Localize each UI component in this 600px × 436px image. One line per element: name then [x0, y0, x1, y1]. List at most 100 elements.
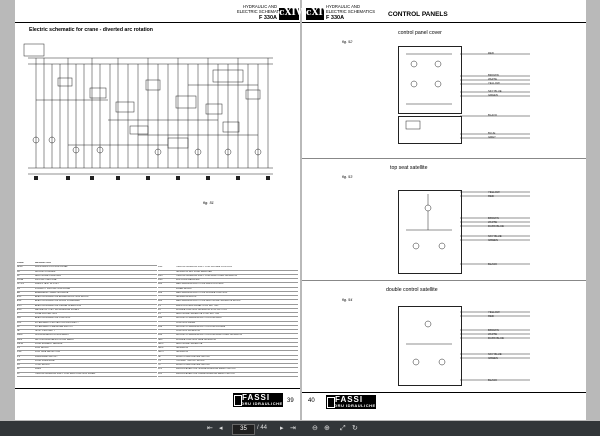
page-number-input[interactable]: 35 — [232, 424, 255, 435]
legend-code: LSD — [17, 351, 22, 354]
legend-description: ANTICLOCKWISE ROTATION RELAY — [35, 338, 75, 341]
rotate-icon[interactable]: ↻ — [352, 425, 358, 432]
legend-code: LR1 — [158, 283, 163, 286]
legend-description: WINCH LOAD LIMITER SWITCH — [176, 364, 211, 366]
logo-sub-text: GRU IDRAULICHE — [241, 401, 283, 406]
next-page-icon[interactable]: ▸ — [280, 425, 284, 432]
legend-code: LV1 — [158, 368, 162, 371]
wire-label: YELLOW — [488, 189, 500, 194]
wire-label: DARK BLUE — [488, 335, 504, 340]
wire-label: SKY BLUE — [488, 351, 502, 356]
legend-description: DEVICE OF THE TWO WARNING ZONES — [35, 308, 79, 311]
legend-description: INTELLIGENT PROTECTION PROXIMITY — [35, 321, 79, 324]
legend-description: SATELLITE 90% LOAD REACHED — [176, 270, 212, 273]
legend-header: CODE DESCRIPTION — [17, 262, 157, 267]
legend-code: PO — [17, 359, 21, 362]
figure-label-54: fig. 54 — [342, 298, 353, 302]
legend-code: LR2 — [158, 291, 163, 294]
logo-main-text: FASSI — [335, 395, 364, 404]
control-panel-lower-box — [398, 116, 462, 144]
legend-code: F — [17, 313, 19, 315]
legend-code: SD1 — [158, 338, 163, 341]
header-subtitle: HYDRAULIC AND ELECTRIC SCHEMATICS — [237, 4, 286, 14]
section-caption-control-panel-cover: control panel cover — [398, 30, 442, 36]
legend-code: LG2 — [158, 266, 163, 269]
page-total: / 44 — [257, 425, 268, 431]
legend-description: CONTROL SATELLITE — [176, 330, 200, 332]
legend-row: FUSE PROTECTIVE FUSE — [17, 279, 157, 284]
wire-label: SKY BLUE — [488, 88, 502, 93]
legend-description: TROLLEY SWITCH BLOCK — [176, 359, 205, 362]
model-label: F 330A — [326, 15, 345, 21]
legend-description: LAMPS TEST 12 VOLT — [35, 283, 59, 286]
wire-label: BROWN — [488, 72, 499, 77]
legend-code: P2 — [158, 308, 161, 311]
wire-label: SKY BLUE — [488, 233, 502, 238]
legend-description: MAIN CONTROL PANEL STOP BUTTON — [176, 304, 219, 307]
section-tag: cXIV — [279, 8, 303, 20]
zoom-out-icon[interactable]: ⊖ — [312, 425, 318, 432]
legend-description: DOUBLE CONTROL SATELLITE STOP BUTTON — [176, 308, 227, 311]
last-page-icon[interactable]: ⇥ — [290, 425, 296, 432]
model-label: F 330A — [258, 15, 277, 21]
legend-description: 90% LOAD REACHED — [176, 279, 200, 281]
legend-description: WINCH LOAD LIMITER SWITCH — [176, 355, 211, 358]
legend-code: EV4 — [17, 308, 22, 311]
legend-description: ADDITIONAL SATELLITE STOP BUTTON — [176, 313, 220, 315]
electric-schematic-diagram — [23, 43, 273, 180]
fit-page-icon[interactable]: ⤢ — [340, 425, 346, 432]
section-caption-double-control-satellite: double control satellite — [386, 287, 438, 293]
previous-page-icon[interactable]: ◂ — [219, 425, 223, 432]
header-line-1: HYDRAULIC AND — [243, 4, 277, 9]
legend-code: SAT1 — [158, 342, 164, 345]
fassi-mark-icon — [234, 395, 242, 406]
wire-label: WHITE — [488, 219, 498, 224]
legend-description: LOW SIDE DETECTION — [35, 351, 61, 354]
legend-description: YELLOW WARNING LIGHT FOR ADDITIONAL SATE… — [176, 274, 237, 277]
legend-code: EV2 — [17, 300, 22, 303]
page-number: 39 — [287, 398, 294, 404]
legend-code: FUSE — [17, 279, 24, 281]
legend-description: ACOUSTIC ALARM — [35, 270, 56, 273]
top-seat-satellite-box — [398, 190, 462, 274]
legend-code: FC — [17, 364, 21, 366]
legend-description: ELECTROVALVE FOR CRANE OPERATION — [35, 304, 82, 307]
zoom-in-icon[interactable]: ⊕ — [324, 425, 330, 432]
legend-code: SL — [158, 355, 161, 358]
legend-description: SHIFT PROXIMITY — [35, 330, 55, 332]
legend-code — [158, 288, 176, 291]
wire-label: RED — [488, 313, 494, 318]
legend-code — [158, 271, 176, 274]
legend-code: LS — [17, 347, 20, 349]
legend-description: ADDITIONAL FLASHING — [35, 274, 61, 277]
legend-description: PANEL BLOCK — [176, 287, 192, 290]
header-line-2: ELECTRIC SCHEMATICS — [326, 8, 376, 14]
legend-description: PROTECTIVE FUSE — [35, 279, 57, 281]
legend-description: RED WARNING LIGHT FOR MAIN CONTROL — [176, 283, 224, 286]
legend-code: LP — [17, 368, 20, 371]
legend-code: ALIM — [17, 266, 23, 269]
legend-description: SATELLITE — [176, 351, 188, 354]
footer-rule — [15, 388, 300, 389]
double-control-satellite-wiring — [406, 311, 530, 381]
legend-header-desc: DESCRIPTION — [35, 262, 51, 264]
page-number: 40 — [308, 398, 315, 404]
first-page-icon[interactable]: ⇤ — [207, 425, 213, 432]
